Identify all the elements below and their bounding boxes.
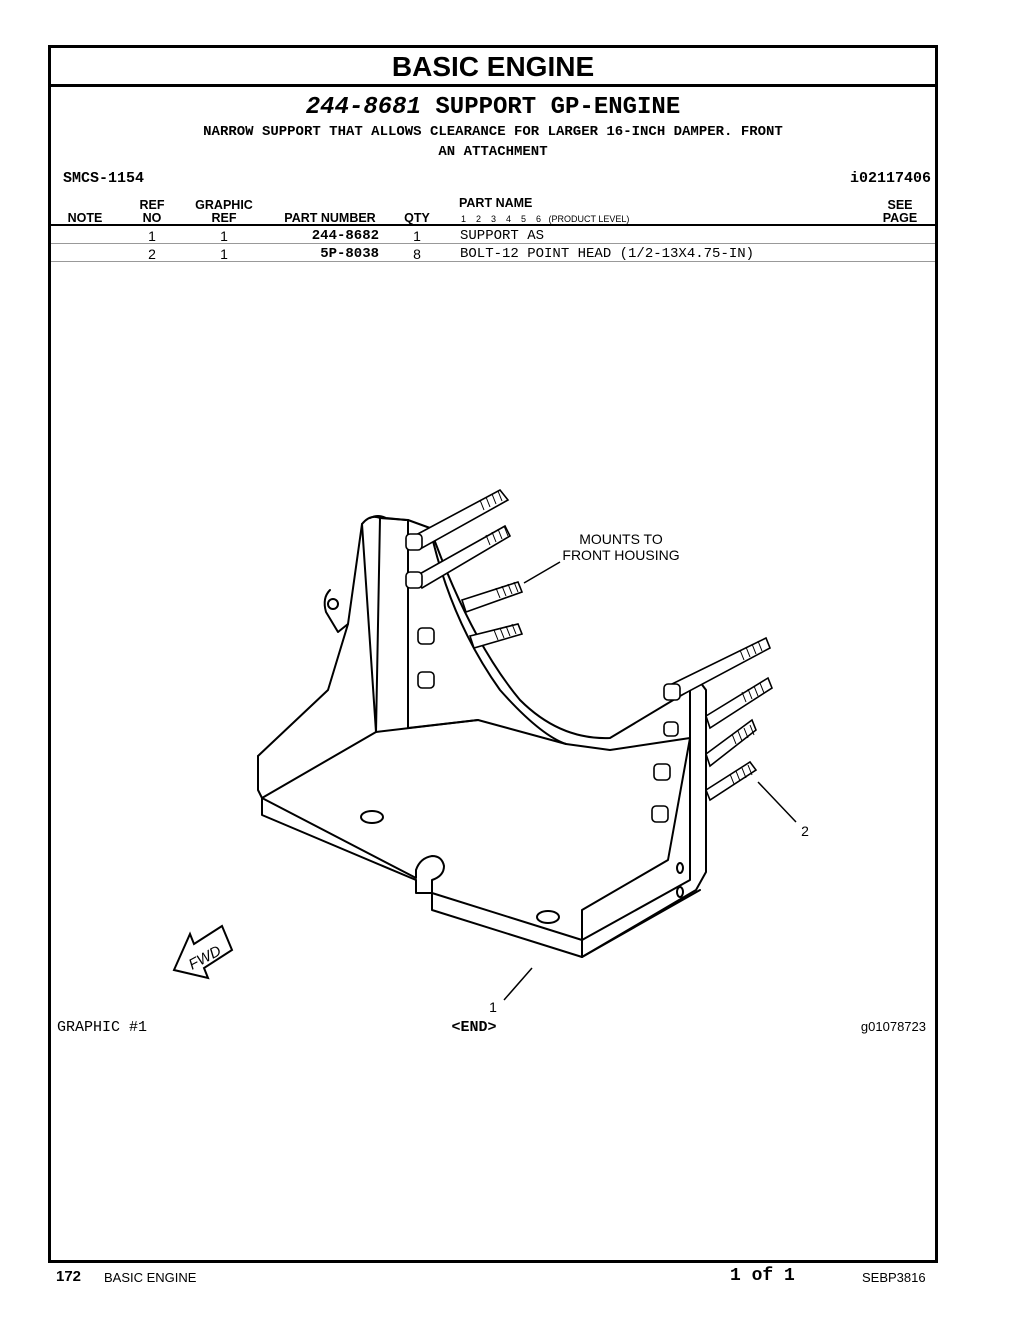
- header-see-page: SEE PAGE: [875, 199, 925, 225]
- group-description: NARROW SUPPORT THAT ALLOWS CLEARANCE FOR…: [111, 122, 875, 162]
- row1-rule: [51, 243, 935, 244]
- description-line-1: NARROW SUPPORT THAT ALLOWS CLEARANCE FOR…: [203, 124, 783, 140]
- row2-qty: 8: [413, 246, 421, 262]
- footer-doc-id: SEBP3816: [862, 1270, 926, 1285]
- header-part-number: PART NUMBER: [284, 211, 376, 225]
- graphic-id: g01078723: [861, 1019, 926, 1034]
- header-ref-bottom: NO: [142, 211, 162, 225]
- header-rule: [51, 224, 935, 226]
- row1-graphic-ref: 1: [220, 228, 228, 244]
- row2-graphic-ref: 1: [220, 246, 228, 262]
- footer-page-of: 1 of 1: [730, 1266, 795, 1286]
- row2-ref-no: 2: [148, 246, 156, 262]
- header-see-top: SEE: [887, 198, 913, 212]
- row1-ref-no: 1: [148, 228, 156, 244]
- header-note: NOTE: [67, 211, 103, 225]
- bolt-left-1: [405, 488, 510, 551]
- header-product-levels: 1 2 3 4 5 6 (PRODUCT LEVEL): [461, 214, 630, 224]
- header-ref-no: REF NO: [129, 199, 175, 225]
- header-see-bottom: PAGE: [882, 211, 918, 225]
- row2-rule: [51, 261, 935, 262]
- fwd-arrow-icon: [172, 924, 234, 980]
- callout-mounts-line1: MOUNTS TO: [579, 531, 663, 547]
- header-qty: QTY: [404, 211, 430, 225]
- footer-page-number: 172: [56, 1268, 82, 1285]
- group-part-number: 244-8681: [305, 94, 421, 121]
- row1-qty: 1: [413, 228, 421, 244]
- section-title: BASIC ENGINE: [51, 48, 935, 87]
- header-part-name: PART NAME: [459, 196, 533, 210]
- illustration-id: i02117406: [849, 170, 931, 187]
- group-name: SUPPORT GP-ENGINE: [435, 94, 681, 121]
- description-line-2: AN ATTACHMENT: [438, 144, 548, 160]
- row1-part-number[interactable]: 244-8682: [311, 228, 379, 244]
- header-ref-top: REF: [139, 198, 165, 212]
- smcs-code: SMCS-1154: [63, 170, 145, 187]
- row1-part-name: SUPPORT AS: [460, 228, 545, 244]
- bolt-left-2: [405, 524, 512, 590]
- graphic-label: GRAPHIC #1: [57, 1019, 147, 1036]
- header-graphic-bottom: REF: [211, 211, 237, 225]
- callout-2[interactable]: 2: [801, 823, 809, 839]
- header-graphic-top: GRAPHIC: [195, 198, 253, 212]
- callout-mounts-line2: FRONT HOUSING: [562, 547, 679, 563]
- group-title: 244-8681 SUPPORT GP-ENGINE: [51, 94, 935, 121]
- row2-part-number[interactable]: 5P-8038: [320, 246, 379, 262]
- end-label: <END>: [451, 1019, 496, 1036]
- header-graphic-ref: GRAPHIC REF: [189, 199, 259, 225]
- callout-1[interactable]: 1: [489, 999, 497, 1015]
- page-frame: BASIC ENGINE 244-8681 SUPPORT GP-ENGINE …: [48, 45, 938, 1263]
- footer-section: BASIC ENGINE: [104, 1270, 197, 1285]
- row2-part-name: BOLT-12 POINT HEAD (1/2-13X4.75-IN): [460, 246, 755, 262]
